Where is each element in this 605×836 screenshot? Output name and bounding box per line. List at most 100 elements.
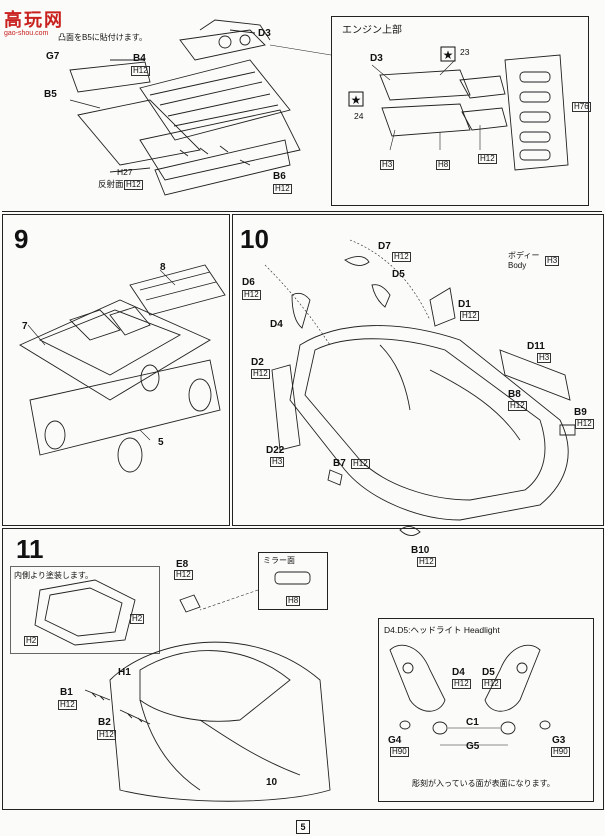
engine-d3: D3 <box>370 53 383 64</box>
b5-panel <box>77 99 201 166</box>
label-b4: B4 <box>133 53 146 64</box>
label-b8: B8 <box>508 389 521 400</box>
code-d22: H3 <box>270 457 285 467</box>
label-d3: D3 <box>258 28 271 39</box>
logo-url: gao-shou.com <box>4 30 49 37</box>
b2-wiper <box>119 709 151 725</box>
svg-text:★: ★ <box>443 48 454 62</box>
step11-body-top <box>109 641 331 802</box>
code-d11: H3 <box>537 353 552 363</box>
label-g4: G4 <box>388 735 402 746</box>
c1-right <box>500 721 516 735</box>
engine-h3: H3 <box>380 160 395 170</box>
code-b6: H12 <box>273 184 292 194</box>
h1-windshield <box>139 650 291 722</box>
label-g3: G3 <box>552 735 566 746</box>
b9-part <box>559 424 576 436</box>
code-b9: H12 <box>575 419 594 429</box>
d3-engine-top <box>179 19 271 61</box>
engine-23: 23 <box>460 47 470 57</box>
window-inner-view <box>34 579 136 646</box>
wheel-rr <box>188 378 212 412</box>
code-d5-hl: H12 <box>482 679 501 689</box>
step11-frame <box>2 528 604 810</box>
rearview-mirror <box>274 571 311 585</box>
step9-part-5: 5 <box>158 437 164 448</box>
top-note: 凸面をB5に貼付けます。 <box>58 33 147 42</box>
code-e8: H12 <box>174 570 193 580</box>
code-b8: H12 <box>508 401 527 411</box>
inner-paint-note: 内側より塗装します。 <box>14 571 94 580</box>
headlight-right <box>484 644 541 712</box>
engine-title: エンジン上部 <box>342 25 402 36</box>
label-e8: E8 <box>176 559 189 570</box>
code-b10: H12 <box>417 557 436 567</box>
page-number: 5 <box>296 820 310 834</box>
label-b10: B10 <box>411 545 430 556</box>
body-code: H3 <box>545 256 560 266</box>
wheel-fr <box>117 437 143 473</box>
label-b5: B5 <box>44 89 57 100</box>
d7-part <box>344 256 370 266</box>
engine-24: 24 <box>354 111 364 121</box>
label-h1: H1 <box>118 667 131 678</box>
code-b1: H12 <box>58 700 77 710</box>
headlight-title: D4.D5:ヘッドライト Headlight <box>384 625 500 635</box>
mirror-box <box>258 552 328 610</box>
label-b9: B9 <box>574 407 587 418</box>
engine-h8: H8 <box>436 160 451 170</box>
d11-part <box>499 349 571 401</box>
step9-engine-cover <box>129 264 226 316</box>
code-d1: H12 <box>460 311 479 321</box>
headlight-left <box>389 644 446 712</box>
code-d6: H12 <box>242 290 261 300</box>
wheel-rl <box>140 364 160 392</box>
step10-number: 10 <box>240 224 269 254</box>
code-h2b: H2 <box>24 636 39 646</box>
label-d1: D1 <box>458 299 471 310</box>
label-g7: G7 <box>46 51 60 62</box>
code-d2: H12 <box>251 369 270 379</box>
headlight-box <box>378 618 594 802</box>
logo-text: 高玩网 <box>4 10 64 30</box>
label-g5: G5 <box>466 741 480 752</box>
label-b1: B1 <box>60 687 73 698</box>
code-d4-hl: H12 <box>452 679 471 689</box>
label-d2: D2 <box>251 357 264 368</box>
step9-frame <box>2 214 230 526</box>
code-g3: H90 <box>551 747 570 757</box>
d22-part <box>271 364 301 451</box>
label-b7: B7 <box>333 458 346 469</box>
intake-part-h76 <box>504 54 569 171</box>
label-d7: D7 <box>378 241 391 252</box>
body-label-en: Body <box>508 261 527 270</box>
step9-part-8: 8 <box>160 262 166 273</box>
step10-body <box>289 325 569 521</box>
d5-part <box>371 284 391 308</box>
label-d22: D22 <box>266 445 285 456</box>
code-b7: H12 <box>351 459 370 469</box>
label-b6: B6 <box>273 171 286 182</box>
engine-h12: H12 <box>478 154 497 164</box>
mirror-code: H8 <box>286 596 301 606</box>
engine-h76: H76 <box>572 102 591 112</box>
svg-text:★: ★ <box>351 93 362 107</box>
b10-part <box>399 526 421 536</box>
d1-part <box>429 287 456 327</box>
label-b2: B2 <box>98 717 111 728</box>
label-d11: D11 <box>527 341 545 352</box>
step9-part-7: 7 <box>22 321 28 332</box>
g7-wing <box>69 61 151 93</box>
label-d5-hl: D5 <box>482 667 495 678</box>
code-g4: H90 <box>390 747 409 757</box>
step9-tub <box>19 299 211 401</box>
engine-bay <box>139 109 301 181</box>
step11-part-10: 10 <box>266 777 278 788</box>
label-d5: D5 <box>392 269 405 280</box>
c1-left <box>432 721 448 735</box>
e8-mirror <box>179 594 201 613</box>
code-reflect: H12 <box>124 180 143 190</box>
code-b2: H12 <box>97 730 116 740</box>
b1-wiper <box>84 689 111 701</box>
